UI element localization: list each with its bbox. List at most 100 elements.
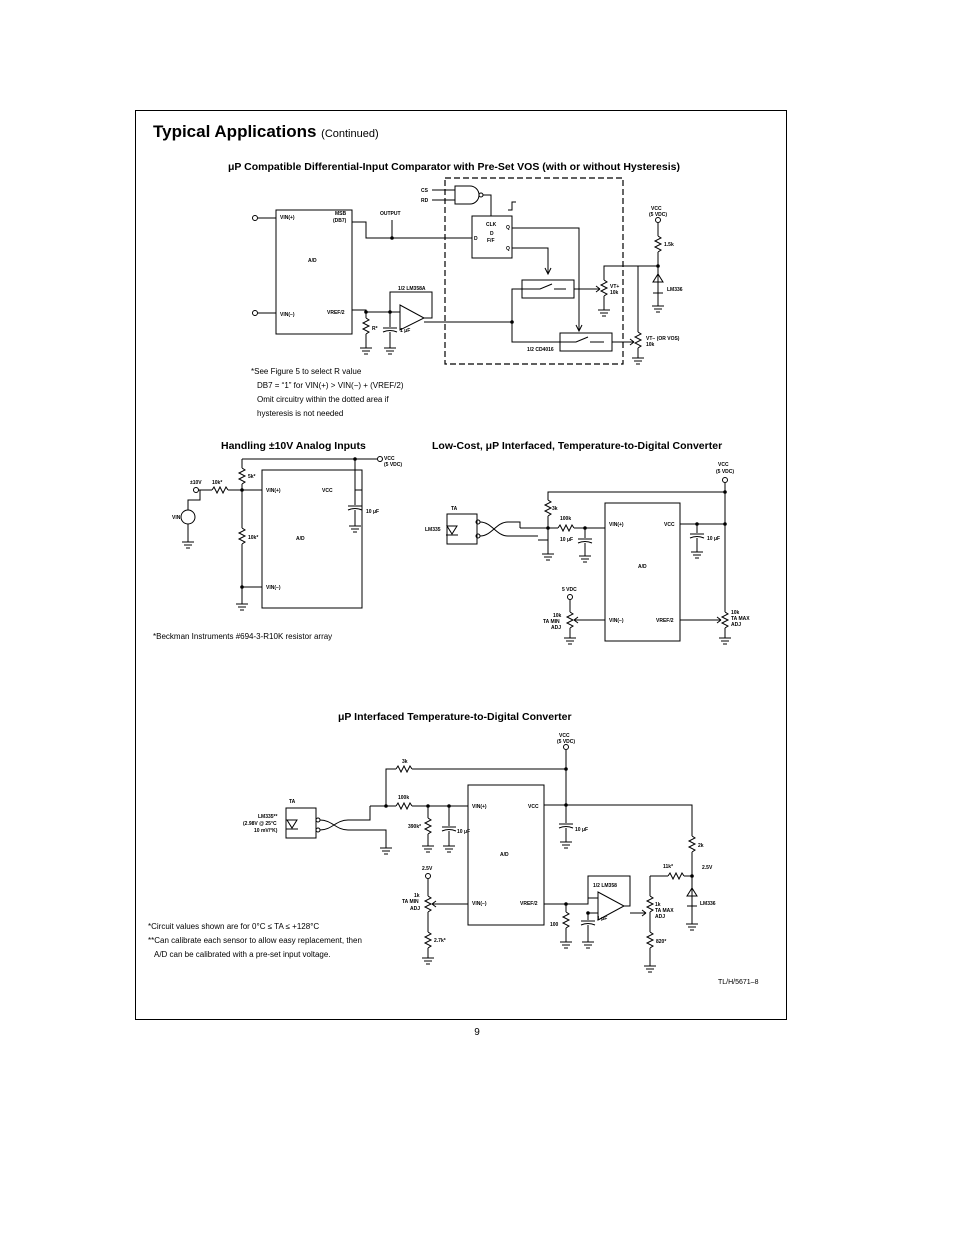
fig1-label: F/F <box>487 238 495 244</box>
fig1-label: VIN(−) <box>280 312 295 318</box>
fig1-label: 10k <box>646 342 655 348</box>
fig4-schematic: VIN(+) VIN(−) VCC A/D VREF/2 VCC (5 VDC)… <box>243 733 716 973</box>
fig3-label: 10k <box>553 613 562 619</box>
fig4-label: TA MIN <box>402 899 419 905</box>
fig4-label: 2.5V <box>422 866 433 872</box>
fig4-label: 1 μF <box>597 916 607 922</box>
fig1-label: R* <box>372 326 378 332</box>
fig4-label: 2.5V <box>702 865 713 871</box>
fig1-schematic: VIN(+) VIN(−) MSB (DB7) A/D VREF/2 OUTPU… <box>252 177 683 365</box>
page-title: Typical Applications (Continued) <box>153 122 379 142</box>
fig1-optional-region <box>444 177 624 365</box>
fig4-label: TA MAX <box>655 908 674 914</box>
fig3-label: 10 μF <box>560 537 573 543</box>
page-number: 9 <box>474 1027 480 1038</box>
fig1-label: D <box>490 231 494 237</box>
fig3-label: 3k <box>552 506 558 512</box>
fig4-label: 2.7k* <box>434 938 446 944</box>
fig4-label: (2.98V @ 25°C <box>243 821 277 827</box>
fig4-note: A/D can be calibrated with a pre-set inp… <box>154 950 331 959</box>
fig3-title: Low-Cost, μP Interfaced, Temperature-to-… <box>432 440 723 452</box>
fig1-label: VT+ <box>610 284 619 290</box>
fig1-label: D <box>474 236 478 242</box>
fig1-label: VIN(+) <box>280 215 295 221</box>
fig1-label: A/D <box>308 258 317 264</box>
fig3-label: TA MAX <box>731 616 750 622</box>
fig4-label: 10 mV/°K) <box>254 828 278 834</box>
fig4-label: ADJ <box>655 914 665 920</box>
fig2-label: VCC <box>384 456 395 462</box>
fig1-label: 1.5k <box>664 242 674 248</box>
fig1-label: OUTPUT <box>380 211 401 217</box>
fig4-label: 390k* <box>408 824 421 830</box>
fig2-note: *Beckman Instruments #694-3-R10K resisto… <box>153 632 333 641</box>
fig2-adc-block <box>261 469 363 609</box>
fig2-label: 10 μF <box>366 509 379 515</box>
fig4-label: 10 μF <box>457 829 470 835</box>
fig3-label: VCC <box>718 462 729 468</box>
fig3-label: 5 VDC <box>562 587 577 593</box>
fig4-title: μP Interfaced Temperature-to-Digital Con… <box>338 711 572 723</box>
fig4-label: LM336 <box>700 901 716 907</box>
fig3-label: LM335 <box>425 527 441 533</box>
fig1-flipflop <box>471 215 513 259</box>
fig1-label: Q <box>506 246 510 252</box>
fig2-label: VCC <box>322 488 333 494</box>
fig1-label: 10k <box>610 290 619 296</box>
fig1-label: 1 μF <box>400 328 410 334</box>
fig4-notes: *Circuit values shown are for 0°C ≤ TA ≤… <box>148 920 362 962</box>
fig1-label: Q <box>506 225 510 231</box>
fig4-label: VCC <box>559 733 570 739</box>
fig4-label: VREF/2 <box>520 901 538 907</box>
fig2-label: (5 VDC) <box>384 462 402 468</box>
fig4-label: VIN(−) <box>472 901 487 907</box>
fig4-note: *Circuit values shown are for 0°C ≤ TA ≤… <box>148 922 320 931</box>
fig2-label: VIN(+) <box>266 488 281 494</box>
fig4-label: 820* <box>656 939 666 945</box>
fig3-sensor <box>446 513 478 545</box>
fig4-label: 100 <box>550 922 559 928</box>
fig3-label: ADJ <box>551 625 561 631</box>
fig1-label: (5 VDC) <box>649 212 667 218</box>
fig4-label: ADJ <box>410 906 420 912</box>
fig3-label: VIN(−) <box>609 618 624 624</box>
fig1-label: MSB <box>335 211 347 217</box>
fig4-label: TA <box>289 799 296 805</box>
doc-reference: TL/H/5671–8 <box>718 979 759 986</box>
fig4-label: VCC <box>528 804 539 810</box>
fig4-adc-block <box>467 784 545 926</box>
fig1-adc-block <box>275 209 353 335</box>
fig4-note: **Can calibrate each sensor to allow eas… <box>148 936 362 945</box>
fig2-schematic: VIN(+) VIN(−) VCC A/D VCC (5 VDC) 10 μF … <box>172 456 402 611</box>
fig1-title: μP Compatible Differential-Input Compara… <box>228 161 680 173</box>
fig1-note: Omit circuitry within the dotted area if <box>257 395 389 404</box>
fig2-label: 10k* <box>212 480 222 486</box>
page-title-suffix: (Continued) <box>321 128 379 140</box>
fig3-label: A/D <box>638 564 647 570</box>
fig1-label: LM336 <box>667 287 683 293</box>
fig1-label: 1/2 CD4016 <box>527 347 554 353</box>
fig3-label: VIN(+) <box>609 522 624 528</box>
fig1-notes: *See Figure 5 to select R value DB7 = “1… <box>251 365 403 421</box>
fig3-label: TA <box>451 506 458 512</box>
fig2-label: ±10V <box>190 480 202 486</box>
fig4-label: 10 μF <box>575 827 588 833</box>
fig3-label: VCC <box>664 522 675 528</box>
fig4-label: 100k <box>398 795 409 801</box>
fig2-label: A/D <box>296 536 305 542</box>
fig1-note: *See Figure 5 to select R value <box>251 367 362 376</box>
fig1-note: DB7 = “1” for VIN(+) > VIN(−) + (VREF/2) <box>257 381 404 390</box>
fig1-label: CLK <box>486 222 497 228</box>
fig4-label: 1/2 LM358 <box>593 883 617 889</box>
fig1-note: hysteresis is not needed <box>257 409 344 418</box>
fig1-label: (DB7) <box>333 218 347 224</box>
fig2-label: 10k* <box>248 535 258 541</box>
fig1-label: CS <box>421 188 429 194</box>
page-frame <box>135 110 787 1020</box>
fig3-schematic: VIN(+) VIN(−) VCC A/D VREF/2 VCC (5 VDC)… <box>425 462 750 645</box>
fig3-label: 10 μF <box>707 536 720 542</box>
fig2-label: VIN(−) <box>266 585 281 591</box>
fig3-label: (5 VDC) <box>716 469 734 475</box>
fig1-label: 1/2 LM358A <box>398 286 426 292</box>
